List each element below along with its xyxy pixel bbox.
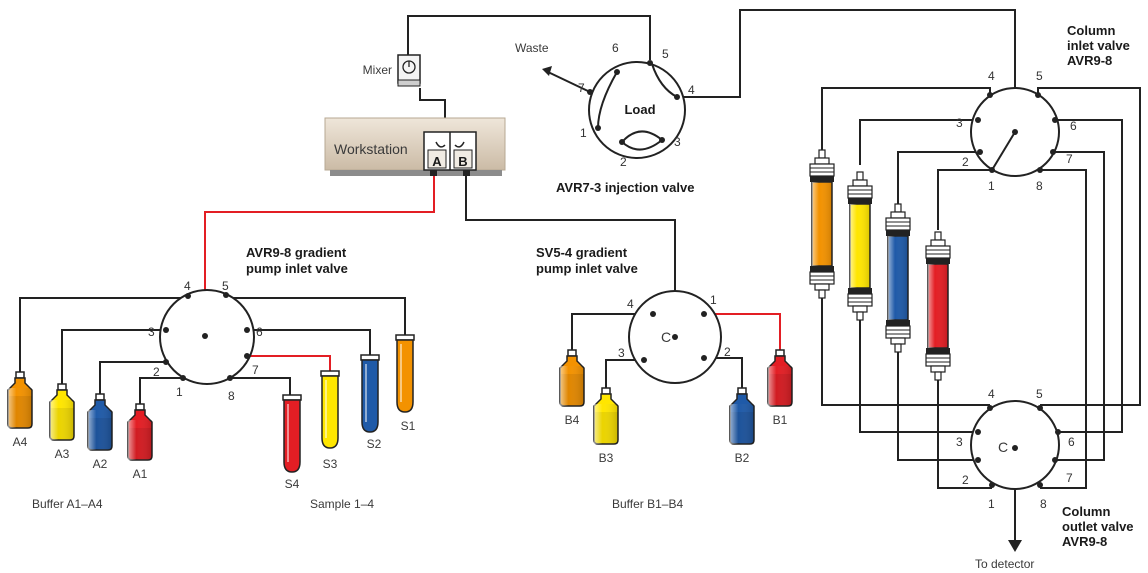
waste-label: Waste (515, 41, 549, 55)
buffer-a-bottle-a4 (7, 371, 33, 429)
buffer-b-bottle-b2 (729, 387, 755, 445)
ga-port-3: 3 (148, 325, 155, 339)
ga-port-1: 1 (176, 385, 183, 399)
ga-port-7: 7 (252, 363, 259, 377)
col-in-label-2: inlet valve (1067, 38, 1130, 53)
col-in-label-1: Column (1067, 23, 1115, 38)
ci-port-8: 8 (1036, 179, 1043, 193)
col-out-label-3: AVR9-8 (1062, 534, 1107, 549)
load-label: Load (624, 102, 655, 117)
gb-port-4: 4 (627, 297, 634, 311)
gb-port-1: 1 (710, 293, 717, 307)
sample-tube-s4 (282, 394, 302, 473)
col-in-label-3: AVR9-8 (1067, 53, 1112, 68)
gradient-valve-b (628, 290, 722, 384)
gradient-valve-a (159, 289, 255, 385)
column-blue (885, 203, 911, 353)
column-yellow (847, 171, 873, 321)
bottle-label-b2: B2 (735, 451, 750, 465)
sample-label-s2: S2 (367, 437, 382, 451)
co-port-7: 7 (1066, 471, 1073, 485)
co-port-5: 5 (1036, 387, 1043, 401)
bottle-label-a4: A4 (13, 435, 28, 449)
sample-tube-s1 (395, 334, 415, 413)
injection-valve-label: AVR7-3 injection valve (556, 180, 694, 195)
ga-port-5: 5 (222, 279, 229, 293)
sample-tube-s3 (320, 370, 340, 449)
buffer-a-bottle-a3 (49, 383, 75, 441)
buffer-b-caption: Buffer B1–B4 (612, 497, 683, 511)
workstation-port-a: A (432, 154, 442, 169)
buffer-a-caption: Buffer A1–A4 (32, 497, 103, 511)
inj-port-2: 2 (620, 155, 627, 169)
gradient-a-label-2: pump inlet valve (246, 261, 348, 276)
co-port-2: 2 (962, 473, 969, 487)
workstation (324, 117, 506, 176)
ga-port-2: 2 (153, 365, 160, 379)
bottle-label-b4: B4 (565, 413, 580, 427)
tubing (19, 9, 1141, 552)
bottle-label-a2: A2 (93, 457, 108, 471)
co-port-6: 6 (1068, 435, 1075, 449)
ci-port-3: 3 (956, 116, 963, 130)
buffer-b-bottle-b3 (593, 387, 619, 445)
bottle-label-b3: B3 (599, 451, 614, 465)
col-out-label-1: Column (1062, 504, 1110, 519)
inj-port-6: 6 (612, 41, 619, 55)
gb-port-3: 3 (618, 346, 625, 360)
sample-label-s1: S1 (401, 419, 416, 433)
ci-port-6: 6 (1070, 119, 1077, 133)
inj-port-1: 1 (580, 126, 587, 140)
column-red (925, 231, 951, 381)
ci-port-2: 2 (962, 155, 969, 169)
workstation-port-b: B (458, 154, 467, 169)
gb-port-2: 2 (724, 345, 731, 359)
col-out-label-2: outlet valve (1062, 519, 1134, 534)
ci-port-1: 1 (988, 179, 995, 193)
mixer-label: Mixer (363, 63, 392, 77)
co-port-3: 3 (956, 435, 963, 449)
co-port-1: 1 (988, 497, 995, 511)
column-inlet-valve (970, 87, 1060, 177)
gradient-a-label-1: AVR9-8 gradient (246, 245, 347, 260)
inj-port-7: 7 (578, 81, 585, 95)
gradient-b-label-2: pump inlet valve (536, 261, 638, 276)
gradient-b-label-1: SV5-4 gradient (536, 245, 628, 260)
to-detector-label: To detector (975, 557, 1034, 571)
ci-port-5: 5 (1036, 69, 1043, 83)
ga-port-4: 4 (184, 279, 191, 293)
ci-port-7: 7 (1066, 152, 1073, 166)
sample-label-s4: S4 (285, 477, 300, 491)
bottle-label-a1: A1 (133, 467, 148, 481)
bottle-label-b1: B1 (773, 413, 788, 427)
sample-label-s3: S3 (323, 457, 338, 471)
column-outlet-valve (970, 400, 1061, 490)
co-port-4: 4 (988, 387, 995, 401)
gradient-b-center: C (661, 329, 671, 345)
inj-port-3: 3 (674, 135, 681, 149)
sample-caption: Sample 1–4 (310, 497, 374, 511)
inj-port-4: 4 (688, 83, 695, 97)
ci-port-4: 4 (988, 69, 995, 83)
co-port-8: 8 (1040, 497, 1047, 511)
ga-port-8: 8 (228, 389, 235, 403)
column-orange (809, 149, 835, 299)
workstation-label: Workstation (334, 141, 408, 157)
inj-port-5: 5 (662, 47, 669, 61)
buffer-a-bottle-a1 (127, 403, 153, 461)
sample-tube-s2 (360, 354, 380, 433)
buffer-b-bottle-b4 (559, 349, 585, 407)
mixer (397, 54, 421, 87)
outlet-valve-center: C (998, 439, 1008, 455)
buffer-b-bottle-b1 (767, 349, 793, 407)
buffer-a-bottle-a2 (87, 393, 113, 451)
ga-port-6: 6 (256, 325, 263, 339)
bottle-label-a3: A3 (55, 447, 70, 461)
injection-valve (542, 60, 686, 159)
